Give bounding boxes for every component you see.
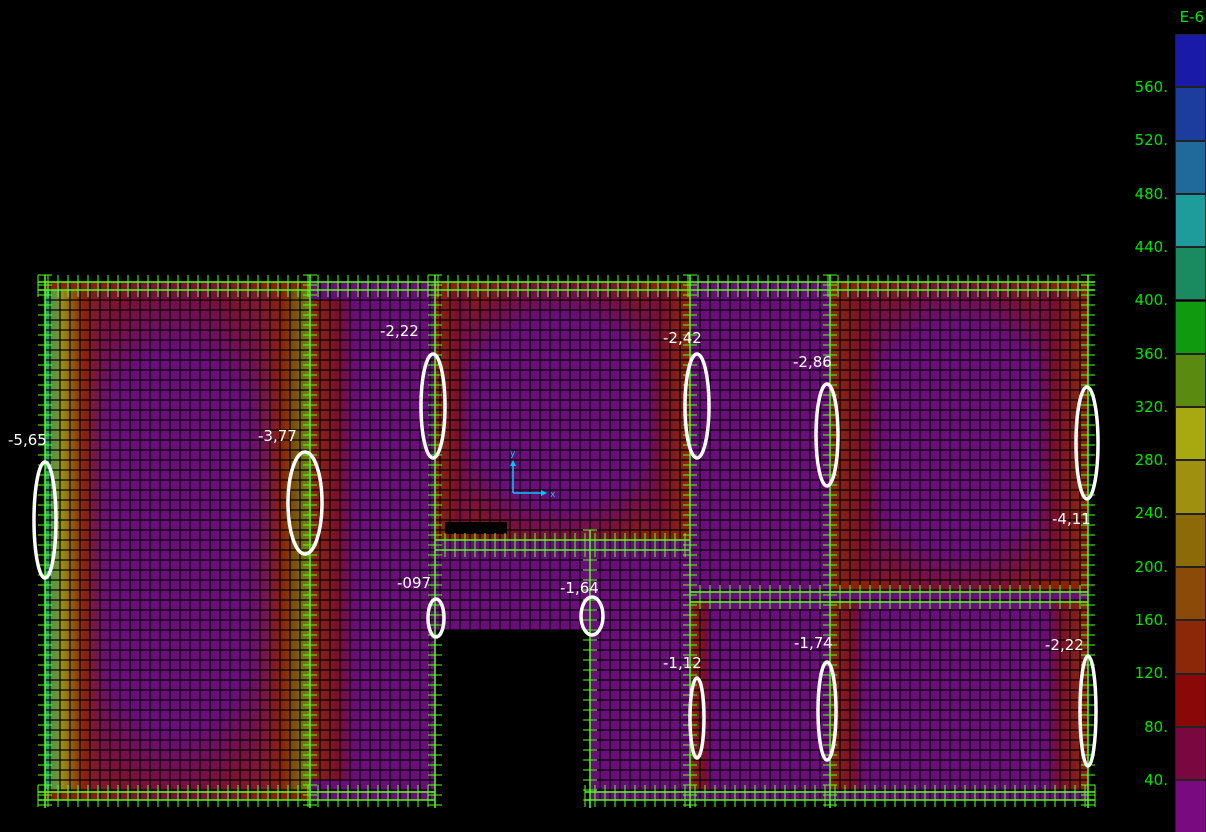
annotation-label: -1,64 bbox=[560, 579, 599, 597]
annotation-ellipse bbox=[1074, 385, 1100, 501]
annotation-label: -097 bbox=[397, 574, 431, 592]
annotation-ellipse bbox=[683, 352, 711, 460]
annotation-label: -2,86 bbox=[793, 353, 832, 371]
annotation-label: -2,22 bbox=[1045, 636, 1084, 654]
annotation-label: -2,22 bbox=[380, 322, 419, 340]
opening-bottom-center bbox=[440, 630, 585, 805]
beam-lines bbox=[37, 274, 1096, 808]
annotation-label: -1,74 bbox=[794, 634, 833, 652]
axis-triad: x y bbox=[510, 449, 556, 500]
annotation-ellipse bbox=[32, 460, 58, 580]
mesh-grid bbox=[45, 282, 1088, 800]
annotation-ellipse bbox=[688, 676, 706, 760]
annotation-label: -1,12 bbox=[663, 654, 702, 672]
annotation-ellipse bbox=[816, 660, 838, 762]
axis-y-label: y bbox=[510, 449, 516, 459]
annotation-label: -5,65 bbox=[8, 431, 47, 449]
annotation-label: -3,77 bbox=[258, 427, 297, 445]
annotation-ellipse bbox=[426, 597, 446, 639]
annotation-ellipse bbox=[286, 450, 324, 556]
annotation-ellipse bbox=[1078, 654, 1098, 768]
reaction-annotations: -5,65 -3,77 -2,22 -2,42 -2,86 -4,11 -097 -1,64 -… bbox=[8, 322, 1100, 768]
annotation-label: -4,11 bbox=[1052, 510, 1091, 528]
annotation-ellipse bbox=[419, 352, 447, 460]
annotation-ellipse bbox=[814, 382, 840, 488]
annotation-label: -2,42 bbox=[663, 329, 702, 347]
annotation-ellipse bbox=[579, 595, 605, 637]
axis-x-label: x bbox=[550, 490, 556, 500]
